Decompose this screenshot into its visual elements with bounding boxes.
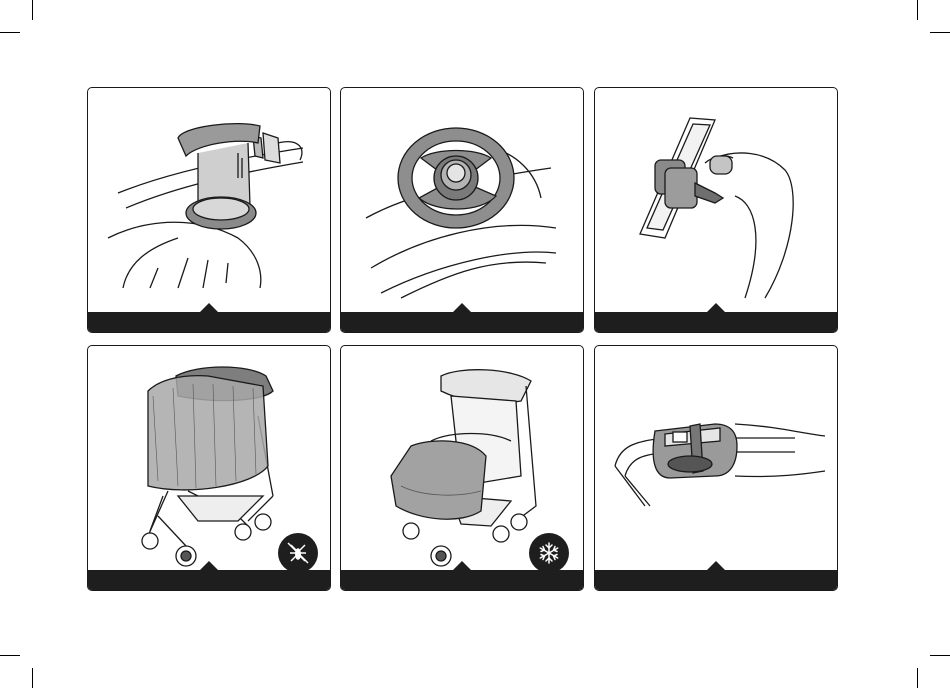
snowflake-icon — [529, 533, 569, 573]
crop-mark-tr-v — [917, 0, 918, 20]
caption-bar-notch — [452, 561, 472, 571]
caption-bar — [595, 312, 837, 332]
panel-mosquito-net — [87, 345, 331, 591]
caption-bar — [88, 570, 330, 590]
caption-bar — [341, 312, 583, 332]
handlebar-pouch-icon — [595, 346, 836, 589]
crop-mark-bl-h — [0, 655, 20, 656]
caption-bar — [88, 312, 330, 332]
crop-mark-br-h — [930, 655, 950, 656]
panel-cup-holder — [87, 87, 331, 333]
panel-rotating-wheel — [340, 87, 584, 333]
panel-footmuff — [340, 345, 584, 591]
crop-mark-tl-v — [32, 0, 33, 20]
crop-mark-bl-v — [32, 668, 33, 688]
caption-bar-notch — [199, 561, 219, 571]
no-mosquito-icon — [278, 533, 318, 573]
wheel-icon — [341, 88, 582, 331]
caption-bar-notch — [452, 303, 472, 313]
panel-handlebar-pouch — [594, 345, 838, 591]
caption-bar-notch — [706, 561, 726, 571]
panel-phone-holder — [594, 87, 838, 333]
caption-bar-notch — [706, 303, 726, 313]
cup-holder-icon — [88, 88, 329, 331]
phone-holder-icon — [595, 88, 836, 331]
crop-mark-tl-h — [0, 32, 20, 33]
crop-mark-br-v — [917, 668, 918, 688]
caption-bar — [341, 570, 583, 590]
caption-bar — [595, 570, 837, 590]
caption-bar-notch — [199, 303, 219, 313]
crop-mark-tr-h — [930, 32, 950, 33]
